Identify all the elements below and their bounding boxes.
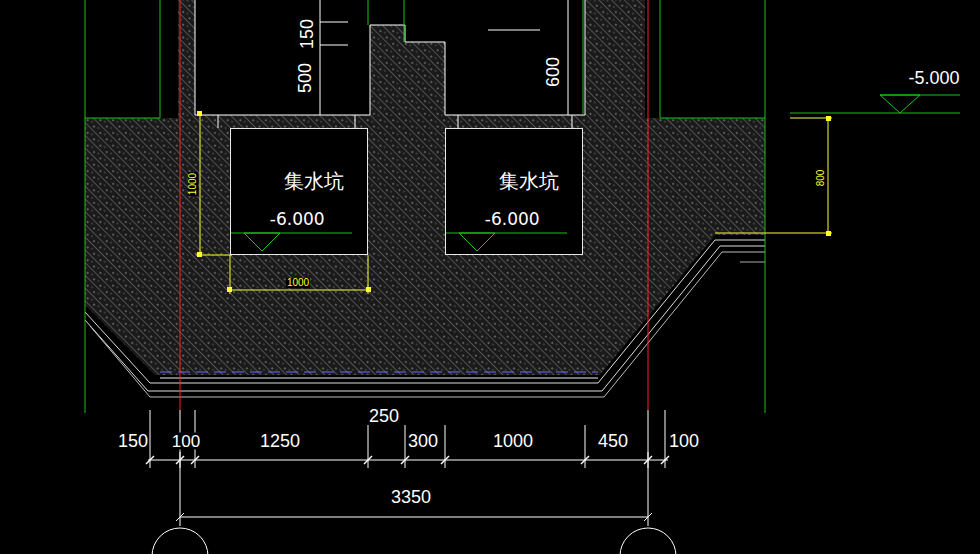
dimension: 1250 — [259, 432, 301, 450]
dimension: 150 — [117, 432, 149, 450]
dimension: 150 — [298, 18, 316, 50]
level-mark: -6.000 — [485, 211, 540, 228]
dimension: 300 — [407, 432, 439, 450]
dimension: 800 — [816, 169, 826, 188]
dimension: 100 — [171, 433, 201, 450]
dimension: 1000 — [286, 278, 310, 288]
dimension: 600 — [544, 56, 562, 88]
pit-name: 集水坑 — [499, 171, 559, 191]
dimension: 1000 — [188, 172, 198, 196]
dimension: 250 — [368, 407, 400, 425]
elevation-mark: -5.000 — [907, 69, 960, 87]
level-mark: -6.000 — [270, 211, 325, 228]
dimension: 100 — [668, 432, 700, 450]
sump-pit: 集水坑 -6.000 — [230, 128, 368, 255]
pit-name: 集水坑 — [284, 171, 344, 191]
dimension: 1000 — [492, 432, 534, 450]
dimension: 3350 — [390, 488, 432, 506]
dimension: 450 — [597, 432, 629, 450]
dimension: 500 — [296, 62, 314, 94]
sump-pit: 集水坑 -6.000 — [445, 128, 583, 255]
